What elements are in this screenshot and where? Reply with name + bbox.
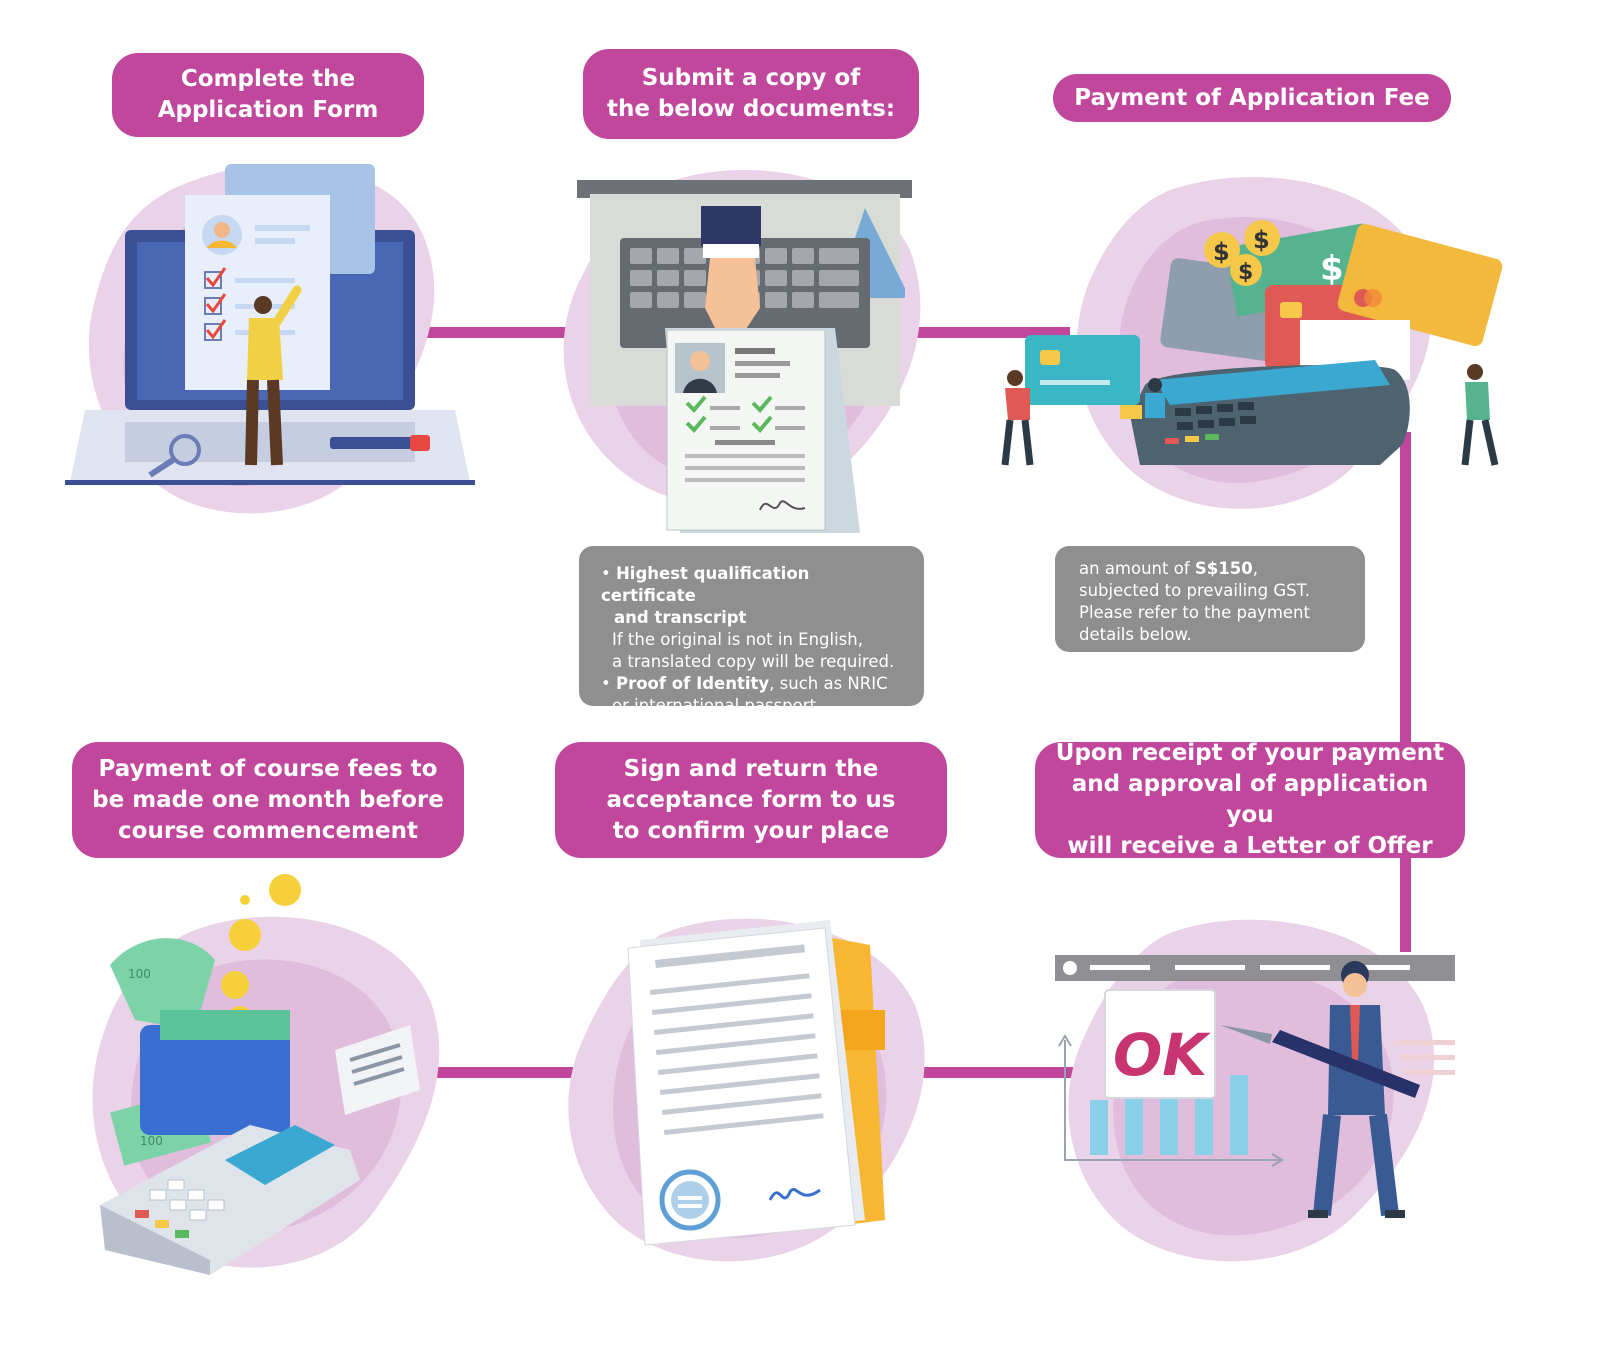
connector-step4-step5 bbox=[870, 1067, 1090, 1078]
letter-of-offer-illustration: OK bbox=[1055, 955, 1455, 1218]
nric-text: , such as NRIC bbox=[769, 674, 888, 693]
card-payment-illustration: $ $ $ $ bbox=[1001, 220, 1503, 466]
course-fee-payment-illustration: 100 100 bbox=[100, 874, 420, 1275]
documents-illustration bbox=[577, 180, 912, 533]
documents-item-1: • Highest qualification certificate bbox=[601, 563, 910, 607]
acceptance-form-illustration bbox=[627, 920, 885, 1246]
documents-item-2: • Proof of Identity, such as NRIC bbox=[601, 673, 910, 695]
connector-step2-step3 bbox=[860, 327, 1070, 338]
documents-requirements-note: • Highest qualification certificate and … bbox=[579, 546, 924, 715]
translation-line-1: If the original is not in English, bbox=[612, 630, 863, 649]
connector-step5-step6 bbox=[400, 1067, 630, 1078]
banknote-value-top: 100 bbox=[128, 967, 151, 981]
step-title-complete-form: Complete the Application Form bbox=[112, 53, 424, 137]
transcript-label: and transcript bbox=[614, 608, 747, 627]
fee-gst-line: subjected to prevailing GST. bbox=[1079, 581, 1310, 600]
step-title-course-fees: Payment of course fees to be made one mo… bbox=[72, 742, 464, 858]
fee-details-line: details below. bbox=[1079, 625, 1192, 644]
step-title-acceptance-form: Sign and return the acceptance form to u… bbox=[555, 742, 947, 858]
dollar-sign-coin-1: $ bbox=[1213, 238, 1230, 266]
ok-label: OK bbox=[1113, 1021, 1211, 1089]
translation-line-2: a translated copy will be required. bbox=[612, 652, 895, 671]
step-title-submit-documents: Submit a copy of the below documents: bbox=[583, 49, 919, 139]
application-fee-note: an amount of S$150, subjected to prevail… bbox=[1055, 546, 1365, 652]
qualification-certificate-label: Highest qualification certificate bbox=[601, 564, 810, 605]
step-title-letter-of-offer: Upon receipt of your payment and approva… bbox=[1035, 740, 1465, 859]
dollar-sign-coin-3: $ bbox=[1238, 260, 1253, 285]
fee-amount-line: an amount of S$150, bbox=[1079, 558, 1351, 580]
fee-suffix: , bbox=[1252, 559, 1258, 578]
fee-refer-line: Please refer to the payment bbox=[1079, 603, 1310, 622]
passport-line: or international passport bbox=[612, 696, 816, 715]
fee-amount: S$150 bbox=[1194, 559, 1253, 578]
fee-prefix: an amount of bbox=[1079, 559, 1195, 578]
dollar-sign-coin-2: $ bbox=[1253, 226, 1270, 254]
application-form-illustration bbox=[65, 164, 475, 485]
step-title-application-fee: Payment of Application Fee bbox=[1053, 74, 1451, 122]
bullet: • bbox=[601, 564, 611, 583]
proof-of-identity-label: Proof of Identity bbox=[615, 674, 770, 693]
connector-step1-step2 bbox=[410, 327, 620, 338]
bullet: • bbox=[601, 674, 611, 693]
banknote-value-bottom: 100 bbox=[140, 1134, 163, 1148]
connector-step3-step4 bbox=[1400, 432, 1411, 952]
dollar-sign-large: $ bbox=[1320, 249, 1344, 289]
